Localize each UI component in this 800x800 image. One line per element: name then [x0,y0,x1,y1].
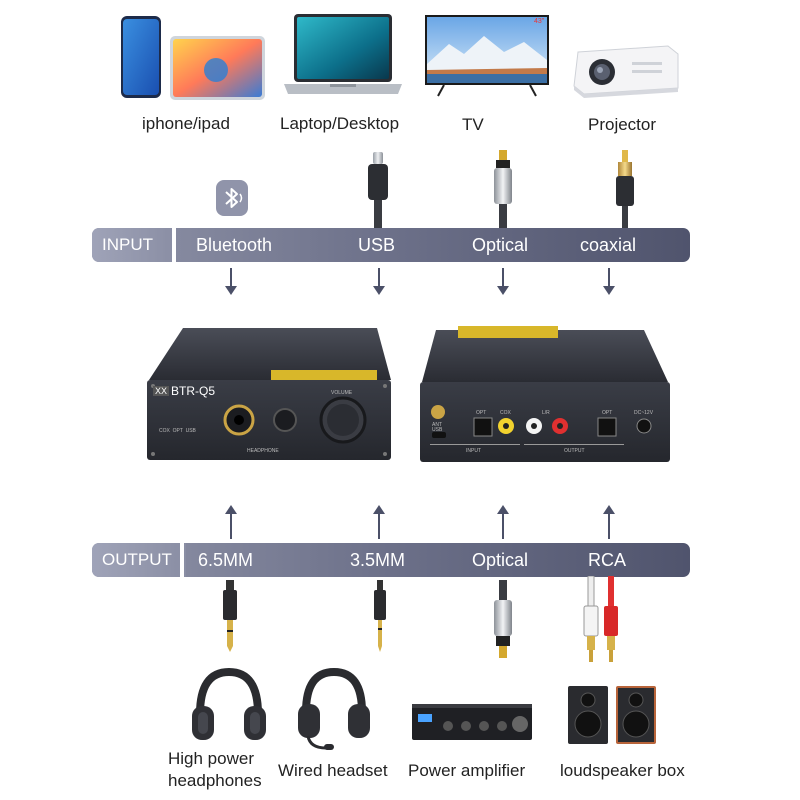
output-item-35mm: 3.5MM [350,550,406,570]
back-ant-label: ANT [432,422,442,428]
device-logo: XX [153,386,170,396]
back-output-label: OUTPUT [564,448,585,454]
amplifier-icon [412,702,532,742]
output-label-headset: Wired headset [278,761,388,780]
output-label-amplifier: Power amplifier [408,761,526,780]
output-bar-divider [180,543,184,577]
back-input-label: INPUT [466,448,481,454]
optical-connector-icon [490,150,516,230]
input-item-bluetooth: Bluetooth [196,235,273,255]
output-item-65mm: 6.5MM [198,550,254,570]
back-opt-label: OPT [476,410,487,416]
device-model: BTR-Q5 [171,384,216,398]
jack-65mm-icon [220,580,240,652]
device-headphone-label: HEADPHONE [247,448,279,454]
input-item-usb: USB [358,235,396,255]
back-cox-label: COX [500,410,511,416]
coaxial-connector-icon [612,150,638,230]
output-bar-tag: OUTPUT [92,543,186,577]
back-dc-label: DC~12V [634,410,654,416]
input-bar: INPUT Bluetooth USB Optical coaxial [92,228,690,262]
bluetooth-icon [216,180,248,216]
input-bar-tag: INPUT [92,228,176,262]
back-opt2-label: OPT [602,410,613,416]
rca-connector-icon [578,575,626,662]
tv-size-badge: 43" [534,18,545,25]
device-volume-label: VOLUME [331,390,353,396]
output-label-headphones: High power headphones [168,748,268,792]
back-usb-label: USB [432,427,443,433]
output-item-rca: RCA [588,550,627,570]
output-label-speaker: loudspeaker box [560,761,685,780]
back-lr-label: L/R [542,410,550,416]
device-indicator-leds: COX OPT USB [159,428,196,434]
source-label-phone: iphone/ipad [142,114,230,133]
device-front: XX BTR-Q5 COX OPT USB HEADPHONE VOLUME [143,324,395,464]
phone-tablet-icon [118,14,268,102]
input-bar-divider [172,228,176,262]
output-item-optical: Optical [472,550,529,570]
tv-icon: 43" [424,14,550,98]
input-item-optical: Optical [472,235,529,255]
laptop-icon [282,12,404,100]
projector-icon [572,38,680,100]
headphones-icon [188,666,270,748]
headset-icon [296,666,372,752]
source-label-tv: TV [462,115,484,134]
source-label-laptop: Laptop/Desktop [280,114,400,133]
optical-output-connector-icon [490,580,516,658]
jack-35mm-icon [370,580,390,652]
usb-c-connector-icon [363,152,393,230]
device-back: ANT USB OPT COX L/R OPT DC~12V INPUT OUT… [418,326,672,466]
output-bar: OUTPUT 6.5MM 3.5MM Optical RCA [92,543,690,577]
output-label-headphones-text: High power headphones [168,749,262,790]
speaker-icon [566,682,658,746]
source-label-projector: Projector [588,115,657,134]
input-item-coaxial: coaxial [580,235,637,255]
